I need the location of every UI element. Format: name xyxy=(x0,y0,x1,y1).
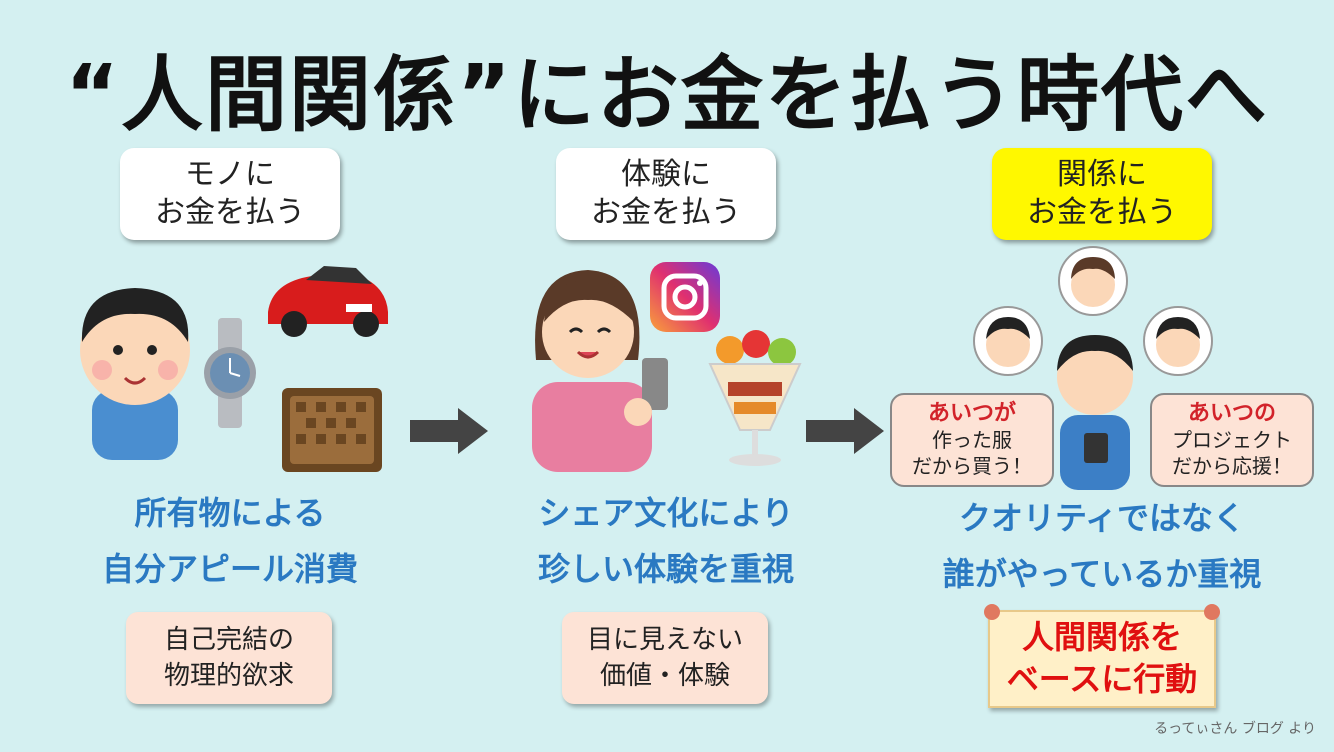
speech-bubble-clothes-line2: だから買う！ xyxy=(912,454,1032,478)
speech-bubble-project-lead: あいつの xyxy=(1187,401,1276,426)
parfait-illustration xyxy=(708,330,802,466)
sub-experience-line1: 目に見えない xyxy=(586,625,743,655)
wallet-illustration xyxy=(282,388,382,472)
arrow-right-icon-2 xyxy=(806,408,884,454)
label-goods-line2: お金を払う xyxy=(155,195,305,230)
label-relationship-line1: 関係に xyxy=(1057,157,1147,192)
label-goods-line1: モノに xyxy=(185,157,275,192)
label-relationship-line2: お金を払う xyxy=(1027,195,1177,230)
car-illustration xyxy=(268,266,388,337)
source-credit: るってぃさん ブログ より xyxy=(1154,721,1316,737)
label-experience-line2: お金を払う xyxy=(591,195,741,230)
pin-icon xyxy=(984,604,1000,620)
instagram-icon xyxy=(650,262,720,332)
watch-illustration xyxy=(204,318,256,428)
desc-relationship-line1: クオリティではなく xyxy=(958,499,1246,537)
desc-experience: シェア文化により 珍しい体験を重視 xyxy=(496,485,836,597)
sub-goods: 自己完結の 物理的欲求 xyxy=(126,612,332,704)
desc-relationship-line2: 誰がやっているか重視 xyxy=(942,555,1262,593)
speech-bubble-clothes-lead: あいつが xyxy=(927,401,1016,426)
speech-bubble-project-line1: プロジェクト xyxy=(1172,428,1292,452)
desc-goods: 所有物による 自分アピール消費 xyxy=(60,485,400,597)
sub-experience-line2: 価値・体験 xyxy=(599,661,730,691)
banner-line1: 人間関係を xyxy=(1021,618,1182,656)
label-relationship: 関係に お金を払う xyxy=(992,148,1212,240)
banner-line2: ベースに行動 xyxy=(1006,660,1198,698)
label-experience: 体験に お金を払う xyxy=(556,148,776,240)
speech-bubble-project: あいつの プロジェクト だから応援！ xyxy=(1150,393,1314,487)
speech-bubble-project-line2: だから応援！ xyxy=(1172,454,1292,478)
sub-experience: 目に見えない 価値・体験 xyxy=(562,612,768,704)
speech-bubble-clothes-line1: 作った服 xyxy=(932,428,1012,452)
relationship-banner: 人間関係を ベースに行動 xyxy=(984,604,1220,708)
desc-experience-line2: 珍しい体験を重視 xyxy=(537,550,794,588)
speech-bubble-clothes: あいつが 作った服 だから買う！ xyxy=(890,393,1054,487)
desc-goods-line2: 自分アピール消費 xyxy=(101,550,358,588)
label-goods: モノに お金を払う xyxy=(120,148,340,240)
desc-experience-line1: シェア文化により xyxy=(538,494,794,532)
desc-goods-line1: 所有物による xyxy=(134,494,326,532)
page-title: “人間関係”にお金を払う時代へ xyxy=(65,48,1269,143)
pin-icon-2 xyxy=(1204,604,1220,620)
arrow-right-icon xyxy=(410,408,488,454)
boy-illustration xyxy=(80,288,190,460)
woman-with-phone-illustration xyxy=(532,270,668,472)
label-experience-line1: 体験に xyxy=(621,157,711,192)
people-network-illustration xyxy=(973,246,1213,490)
desc-relationship: クオリティではなく 誰がやっているか重視 xyxy=(912,490,1292,602)
sub-goods-line2: 物理的欲求 xyxy=(163,661,294,691)
sub-goods-line1: 自己完結の xyxy=(163,625,294,655)
